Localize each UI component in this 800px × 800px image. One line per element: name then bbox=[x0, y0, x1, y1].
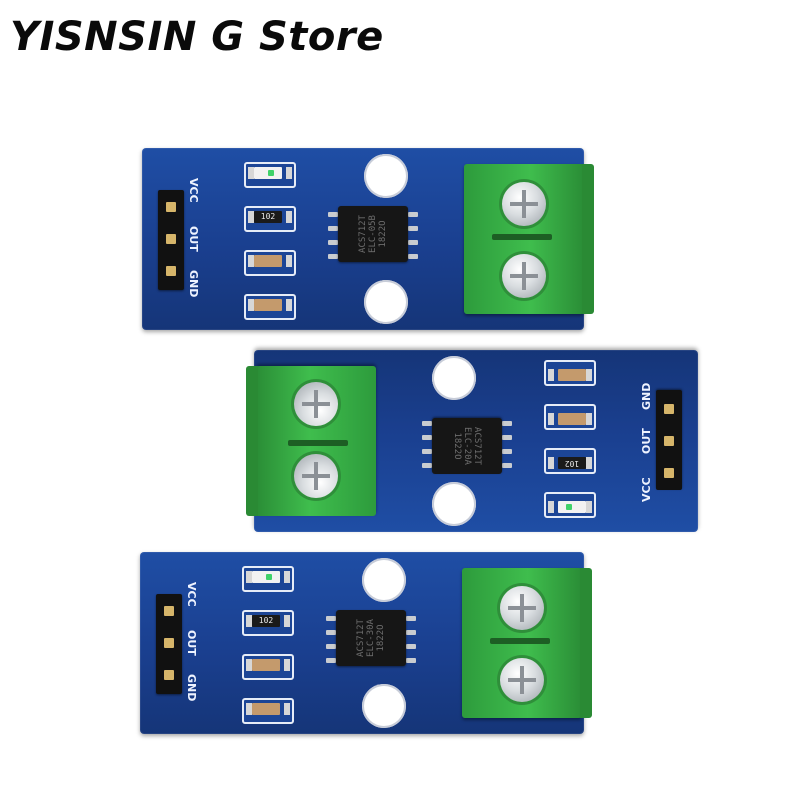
mounting-hole bbox=[432, 356, 476, 400]
mounting-hole bbox=[432, 482, 476, 526]
capacitor-1 bbox=[242, 654, 294, 680]
pin-header bbox=[156, 594, 182, 694]
pin-header bbox=[158, 190, 184, 290]
mounting-hole bbox=[362, 558, 406, 602]
resistor-102: 102 bbox=[242, 610, 294, 636]
screw-terminal bbox=[464, 164, 594, 314]
sensor-chip: ACS712T ELC-05B 1822O bbox=[338, 206, 408, 262]
led-indicator bbox=[544, 492, 596, 518]
current-sensor-board-1: VCC OUT GND 102 ACS712T ELC-05B 1822O bbox=[142, 148, 594, 330]
screw-icon bbox=[500, 586, 544, 630]
screw-icon bbox=[502, 254, 546, 298]
resistor-102: 102 bbox=[244, 206, 296, 232]
screw-terminal bbox=[462, 568, 592, 718]
capacitor-2 bbox=[244, 294, 296, 320]
pin-label-gnd: GND bbox=[185, 674, 198, 702]
pin-label-gnd: GND bbox=[187, 270, 200, 298]
mounting-hole bbox=[364, 280, 408, 324]
screw-icon bbox=[500, 658, 544, 702]
pin-label-vcc: VCC bbox=[185, 582, 198, 607]
led-indicator bbox=[244, 162, 296, 188]
capacitor-1 bbox=[544, 404, 596, 430]
resistor-102: 102 bbox=[544, 448, 596, 474]
pin-header bbox=[656, 390, 682, 490]
screw-icon bbox=[294, 454, 338, 498]
screw-icon bbox=[294, 382, 338, 426]
sensor-chip: ACS712T ELC-20A 1822O bbox=[432, 418, 502, 474]
pin-label-gnd: GND bbox=[640, 382, 653, 410]
led-indicator bbox=[242, 566, 294, 592]
mounting-hole bbox=[364, 154, 408, 198]
pin-label-vcc: VCC bbox=[187, 178, 200, 203]
pin-label-out: OUT bbox=[187, 226, 200, 252]
mounting-hole bbox=[362, 684, 406, 728]
capacitor-2 bbox=[242, 698, 294, 724]
current-sensor-board-3: VCC OUT GND 102 ACS712T ELC-30A 1822O bbox=[140, 552, 592, 734]
screw-terminal bbox=[246, 366, 376, 516]
sensor-chip: ACS712T ELC-30A 1822O bbox=[336, 610, 406, 666]
current-sensor-board-2: VCC OUT GND 102 ACS712T ELC-20A 1822O bbox=[246, 350, 698, 532]
capacitor-1 bbox=[244, 250, 296, 276]
pin-label-vcc: VCC bbox=[640, 477, 653, 502]
capacitor-2 bbox=[544, 360, 596, 386]
store-title: YISNSIN G Store bbox=[10, 14, 384, 60]
screw-icon bbox=[502, 182, 546, 226]
pin-label-out: OUT bbox=[640, 428, 653, 454]
pin-label-out: OUT bbox=[185, 630, 198, 656]
